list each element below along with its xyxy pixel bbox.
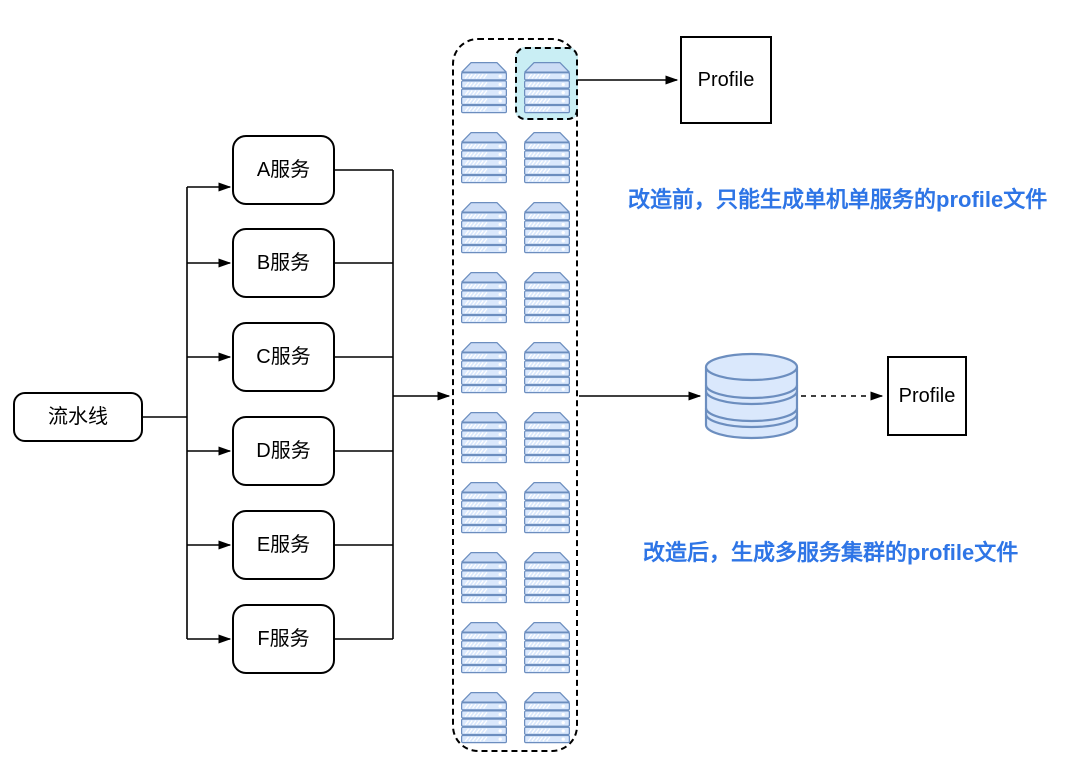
server-stack-icon [523, 619, 571, 674]
service-node-f: F服务 [232, 604, 335, 674]
server-stack-icon [460, 549, 508, 604]
server-stack-icon [460, 339, 508, 394]
server-stack-icon [460, 129, 508, 184]
server-stack-icon [460, 479, 508, 534]
service-node-c: C服务 [232, 322, 335, 392]
service-node-d: D服务 [232, 416, 335, 486]
server-stack-icon [460, 269, 508, 324]
annotation-after: 改造后，生成多服务集群的profile文件 [643, 540, 1019, 565]
server-stack-icon [460, 59, 508, 114]
server-stack-icon [523, 199, 571, 254]
server-stack-icon [460, 409, 508, 464]
profile-node-bottom: Profile [887, 356, 967, 436]
server-stack-icon [523, 689, 571, 744]
profile-node-top: Profile [680, 36, 772, 124]
service-node-e: E服务 [232, 510, 335, 580]
cluster-container [452, 38, 578, 752]
database-icon [704, 352, 799, 440]
server-stack-icon [523, 269, 571, 324]
service-node-b: B服务 [232, 228, 335, 298]
server-stack-icon [523, 479, 571, 534]
server-stack-icon [460, 199, 508, 254]
annotation-before: 改造前，只能生成单机单服务的profile文件 [628, 187, 1048, 212]
server-stack-icon [523, 129, 571, 184]
server-stack-icon [460, 689, 508, 744]
server-stack-icon [523, 59, 571, 114]
server-stack-icon [523, 409, 571, 464]
service-node-a: A服务 [232, 135, 335, 205]
server-stack-icon [460, 619, 508, 674]
server-stack-icon [523, 339, 571, 394]
server-stack-icon [523, 549, 571, 604]
pipeline-node: 流水线 [13, 392, 143, 442]
